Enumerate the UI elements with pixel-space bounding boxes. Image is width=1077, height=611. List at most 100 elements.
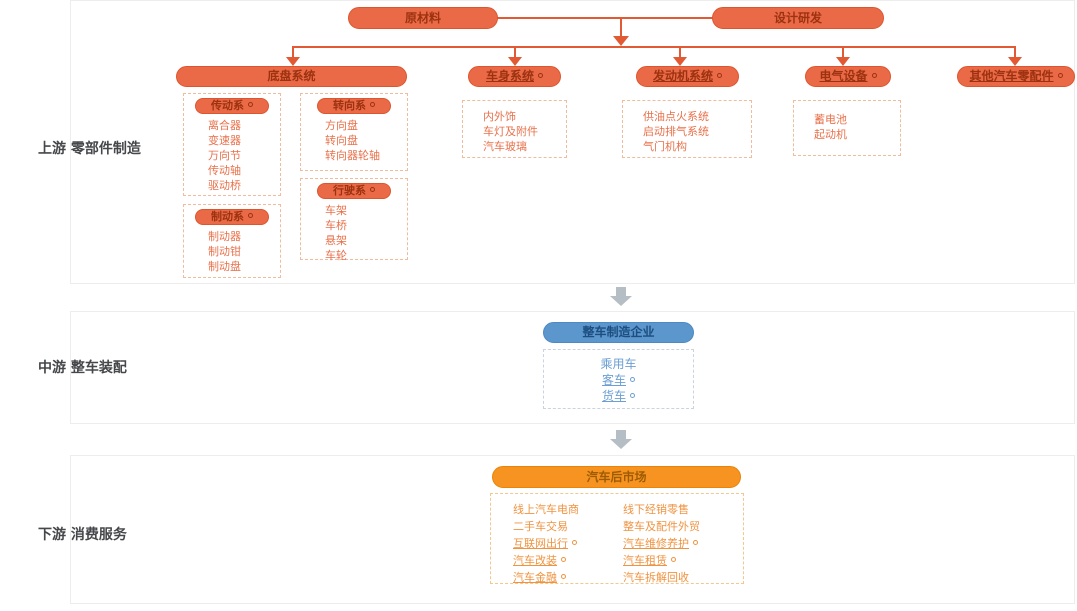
section-label-upstream: 上游 零部件制造: [38, 141, 141, 157]
connector-line: [423, 17, 799, 19]
down-arrow-icon: [1008, 57, 1022, 66]
body-system-box: 内外饰 车灯及附件 汽车玻璃: [462, 100, 567, 158]
item-label: 启动排气系统: [643, 125, 709, 138]
connector-line: [514, 47, 516, 59]
list-item: 传动轴: [184, 163, 280, 178]
group-pill-braking[interactable]: 制动系: [195, 209, 269, 225]
item-label: 制动钳: [208, 245, 241, 258]
steering-group-box: 转向系 方向盘 转向盘 转向器轮轴: [300, 93, 408, 171]
list-item[interactable]: 互联网出行: [513, 535, 623, 552]
item-label: 转向器轮轴: [325, 149, 380, 162]
item-label: 制动器: [208, 230, 241, 243]
list-item[interactable]: 客车: [544, 372, 693, 388]
item-label: 线下经销零售: [623, 503, 689, 516]
item-label: 客车: [601, 373, 626, 387]
down-arrow-icon: [613, 36, 629, 46]
section-label-downstream: 下游 消费服务: [38, 527, 127, 543]
list-item: 驱动桥: [184, 178, 280, 193]
down-arrow-icon: [508, 57, 522, 66]
item-label: 气门机构: [643, 140, 687, 153]
braking-group-box: 制动系 制动器 制动钳 制动盘: [183, 204, 281, 278]
aftermarket-right-column: 线下经销零售 整车及配件外贸 汽车维修养护 汽车租赁 汽车拆解回收: [623, 501, 700, 586]
node-chassis-system: 底盘系统: [176, 66, 407, 87]
electric-equipment-box: 蓄电池 起动机: [793, 100, 901, 156]
list-item: 制动盘: [184, 259, 280, 274]
list-item: 转向盘: [301, 133, 407, 148]
node-vehicle-manufacturers: 整车制造企业: [543, 322, 694, 343]
item-label: 汽车金融: [513, 571, 557, 584]
item-label: 起动机: [814, 128, 847, 141]
node-label: 电气设备: [819, 69, 868, 83]
list-item: 车灯及附件: [463, 124, 566, 139]
connector-line: [292, 47, 294, 59]
link-circle-icon: [248, 102, 253, 107]
list-item: 转向器轮轴: [301, 148, 407, 163]
list-item: 悬架: [301, 233, 407, 248]
node-electric-equipment[interactable]: 电气设备: [805, 66, 891, 87]
running-gear-group-box: 行驶系 车架 车桥 悬架 车轮: [300, 178, 408, 262]
item-label: 转向盘: [325, 134, 358, 147]
group-label: 转向系: [333, 99, 366, 112]
node-other-parts[interactable]: 其他汽车零配件: [957, 66, 1075, 87]
list-item: 气门机构: [623, 139, 751, 154]
list-item[interactable]: 汽车改装: [513, 552, 623, 569]
aftermarket-left-column: 线上汽车电商 二手车交易 互联网出行 汽车改装 汽车金融: [513, 501, 623, 586]
item-label: 汽车玻璃: [483, 140, 527, 153]
section-arrow-icon: [616, 287, 626, 297]
down-arrow-icon: [673, 57, 687, 66]
list-item: 起动机: [794, 127, 900, 142]
connector-line: [620, 17, 622, 38]
link-circle-icon: [572, 540, 577, 545]
item-label: 汽车维修养护: [623, 537, 689, 550]
node-body-system[interactable]: 车身系统: [468, 66, 561, 87]
connector-line: [842, 47, 844, 59]
down-arrow-icon: [286, 57, 300, 66]
item-label: 整车及配件外贸: [623, 520, 700, 533]
item-label: 方向盘: [325, 119, 358, 132]
item-label: 车桥: [325, 219, 347, 232]
list-item: 汽车玻璃: [463, 139, 566, 154]
list-item: 整车及配件外贸: [623, 518, 700, 535]
item-label: 二手车交易: [513, 520, 568, 533]
list-item: 启动排气系统: [623, 124, 751, 139]
list-item[interactable]: 汽车租赁: [623, 552, 700, 569]
node-engine-system[interactable]: 发动机系统: [636, 66, 739, 87]
list-item: 车桥: [301, 218, 407, 233]
group-pill-steering[interactable]: 转向系: [317, 98, 391, 114]
section-arrow-icon: [610, 296, 632, 306]
link-circle-icon: [561, 557, 566, 562]
item-label: 制动盘: [208, 260, 241, 273]
aftermarket-services-box: 线上汽车电商 二手车交易 互联网出行 汽车改装 汽车金融 线下经销零售 整车及配…: [490, 493, 744, 584]
node-label: 发动机系统: [652, 69, 713, 83]
node-label: 汽车后市场: [586, 470, 647, 484]
link-circle-icon: [671, 557, 676, 562]
list-item[interactable]: 货车: [544, 388, 693, 404]
node-label: 底盘系统: [267, 69, 316, 83]
node-label: 其他汽车零配件: [969, 69, 1054, 83]
list-item[interactable]: 汽车维修养护: [623, 535, 700, 552]
item-label: 万向节: [208, 149, 241, 162]
list-item: 蓄电池: [794, 112, 900, 127]
link-circle-icon: [630, 377, 635, 382]
down-arrow-icon: [836, 57, 850, 66]
link-circle-icon: [248, 213, 253, 218]
group-label: 制动系: [211, 210, 244, 223]
link-circle-icon: [370, 102, 375, 107]
group-label: 传动系: [211, 99, 244, 112]
node-label: 设计研发: [773, 11, 822, 25]
item-label: 内外饰: [483, 110, 516, 123]
list-item[interactable]: 汽车金融: [513, 569, 623, 586]
group-pill-running-gear[interactable]: 行驶系: [317, 183, 391, 199]
section-arrow-icon: [616, 430, 626, 440]
list-item: 线上汽车电商: [513, 501, 623, 518]
list-item: 万向节: [184, 148, 280, 163]
list-item: 线下经销零售: [623, 501, 700, 518]
item-label: 悬架: [325, 234, 347, 247]
node-label: 整车制造企业: [582, 325, 655, 339]
section-label-midstream: 中游 整车装配: [38, 360, 127, 376]
item-label: 货车: [601, 389, 626, 403]
connector-line: [1014, 47, 1016, 59]
group-pill-transmission[interactable]: 传动系: [195, 98, 269, 114]
list-item: 汽车拆解回收: [623, 569, 700, 586]
